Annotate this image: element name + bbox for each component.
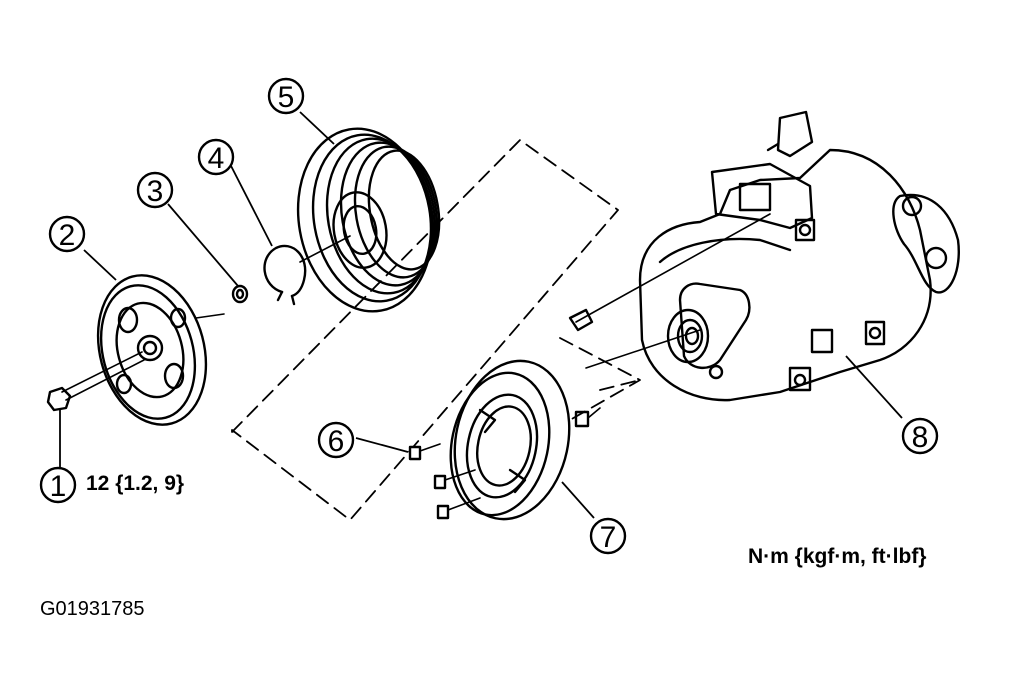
callout-5: 5 (267, 77, 305, 115)
svg-text:3: 3 (147, 175, 164, 208)
center-bolt (46, 351, 145, 412)
callout-2: 2 (48, 215, 86, 253)
svg-text:6: 6 (328, 425, 345, 458)
leader-lines (59, 111, 903, 519)
callout-3: 3 (136, 171, 174, 209)
svg-text:4: 4 (208, 142, 225, 175)
svg-text:2: 2 (59, 219, 76, 252)
torque-spec: 12 {1.2, 9} (86, 472, 185, 495)
pulley (296, 127, 441, 313)
callout-6: 6 (317, 421, 355, 459)
compressor-body (568, 110, 960, 402)
snap-ring (263, 244, 307, 306)
shim (231, 284, 249, 304)
callout-4: 4 (197, 138, 235, 176)
field-coil (449, 359, 601, 521)
screws (408, 443, 481, 520)
figure-id: G01931785 (40, 598, 145, 620)
assembly-guide-lines (231, 139, 641, 521)
callout-8: 8 (901, 417, 939, 455)
svg-text:7: 7 (600, 521, 617, 554)
svg-text:1: 1 (50, 470, 67, 503)
units-legend: N·m {kgf·m, ft·lbf} (748, 545, 927, 568)
svg-text:5: 5 (278, 81, 295, 114)
callout-1: 1 (39, 466, 77, 504)
callout-7: 7 (589, 517, 627, 555)
armature-plate (96, 274, 225, 426)
svg-text:8: 8 (912, 421, 929, 454)
